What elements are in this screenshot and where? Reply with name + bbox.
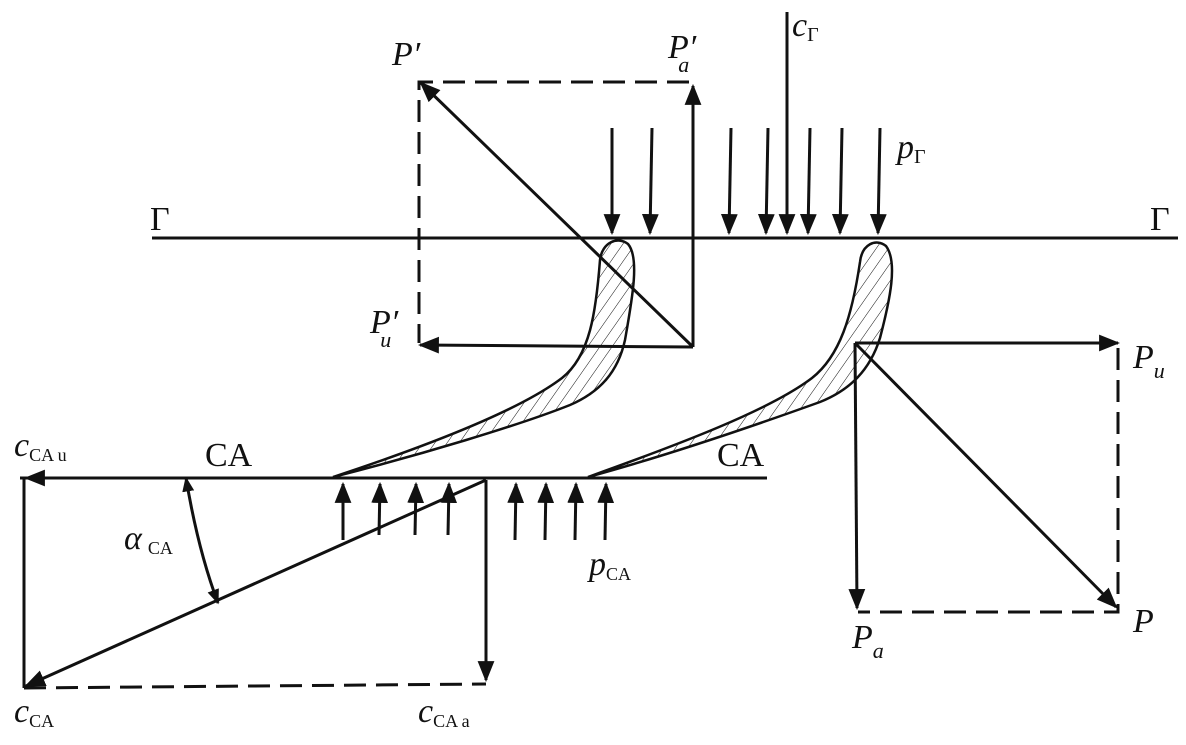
p-ca-arrow — [440, 481, 458, 536]
ca-label-right: CA — [717, 437, 765, 474]
pa-label: Pa — [851, 619, 884, 663]
p-gamma-arrow — [720, 127, 738, 236]
pu-prime-arrow — [417, 336, 694, 354]
p-dashed-box — [858, 348, 1120, 614]
p-gamma-arrow — [831, 127, 849, 236]
p-gamma-label-main: p — [895, 129, 914, 166]
c-ca-u-label-sub: CA u — [29, 445, 67, 465]
pu-prime-label: P′u — [369, 304, 399, 352]
p-gamma-pressure-arrows — [603, 127, 887, 236]
c-gamma-label-main: c — [792, 7, 807, 44]
p-ca-pressure-arrows — [334, 481, 615, 541]
p-gamma-arrow — [641, 127, 659, 236]
p-ca-label-sub: CA — [606, 564, 631, 584]
gamma-label-right: Г — [1150, 201, 1170, 238]
p-ca-arrow — [597, 481, 615, 541]
c-gamma-label: cГ — [792, 7, 819, 46]
c-ca-a-label: cCA a — [418, 693, 470, 731]
alpha-ca-label-main: α — [124, 520, 143, 557]
pu-label-sub: u — [1154, 358, 1165, 383]
p-ca-label-main: p — [587, 546, 606, 583]
p-prime-dashed-box — [417, 80, 689, 343]
p-prime-label: P′ — [391, 36, 421, 73]
pa-prime-label-sub: a — [678, 52, 689, 77]
c-ca-label: cCA — [14, 693, 54, 731]
pu-label: Pu — [1132, 339, 1165, 383]
c-ca-label-main: c — [14, 693, 29, 730]
c-ca-a-label-main: c — [418, 693, 433, 730]
p-label: P — [1132, 603, 1154, 640]
blade-profile-left — [332, 239, 636, 479]
c-ca-dashed-bottom — [23, 682, 487, 690]
p-gamma-label: pГ — [895, 129, 926, 168]
c-ca-a-label-sub: CA a — [433, 711, 470, 731]
blade-profile-right — [587, 241, 894, 479]
p-prime-arrow — [419, 81, 695, 349]
c-ca-u-label: cCA u — [14, 427, 67, 465]
pa-prime-label: P′a — [667, 29, 697, 77]
p-arrow — [853, 341, 1118, 609]
pa-label-sub: a — [873, 638, 884, 663]
p-ca-label: pCA — [587, 546, 631, 584]
pu-label-main: P — [1132, 339, 1154, 376]
pu-prime-label-sub: u — [380, 327, 391, 352]
pa-arrow — [848, 342, 866, 611]
alpha-ca-label-sub: CA — [148, 538, 173, 558]
p-gamma-arrow — [799, 127, 817, 236]
p-gamma-arrow — [757, 127, 775, 236]
alpha-ca-angle-arc — [182, 476, 220, 605]
ca-label-left: CA — [205, 437, 253, 474]
pa-label-main: P — [851, 619, 873, 656]
c-gamma-label-sub: Г — [807, 24, 819, 46]
c-ca-u-label-main: c — [14, 427, 29, 464]
p-gamma-label-sub: Г — [914, 146, 926, 168]
p-ca-arrow — [507, 481, 525, 541]
c-ca-arrow — [24, 478, 487, 688]
gamma-label-left: Г — [150, 201, 170, 238]
p-gamma-arrow — [869, 127, 887, 236]
p-ca-arrow — [567, 481, 585, 541]
p-ca-arrow — [371, 481, 389, 536]
pa-prime-label-main: P′ — [667, 29, 697, 66]
pu-prime-label-main: P′ — [369, 304, 399, 341]
p-ca-arrow — [407, 481, 425, 536]
c-ca-label-sub: CA — [29, 711, 54, 731]
p-ca-arrow — [537, 481, 555, 541]
